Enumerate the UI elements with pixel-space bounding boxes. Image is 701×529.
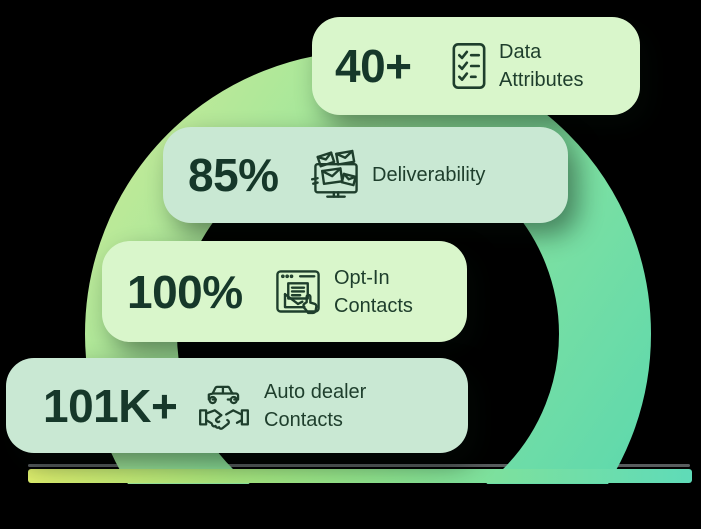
stat-card-data-attributes: 40+ Data Attributes <box>312 17 640 115</box>
stat-value: 100% <box>127 265 243 318</box>
stat-label: Deliverability <box>372 164 486 186</box>
stat-label: Data Attributes <box>499 41 584 91</box>
baseline-rule <box>28 464 690 467</box>
gradient-bar <box>28 469 692 483</box>
email-deliverability-icon <box>310 149 362 201</box>
stat-value: 40+ <box>335 40 412 92</box>
stat-label: Auto dealer Contacts <box>264 380 367 431</box>
stat-value: 85% <box>188 149 279 201</box>
car-handshake-icon <box>198 380 250 432</box>
stat-card-opt-in-contacts: 100% Opt-In Contacts <box>102 241 467 342</box>
stat-card-deliverability: 85% Deliverability <box>163 127 568 223</box>
stat-value: 101K+ <box>43 379 178 432</box>
stat-card-auto-dealer-contacts: 101K+ Auto dealer Contacts <box>6 358 468 453</box>
opt-in-browser-icon <box>272 266 324 318</box>
stat-label: Opt-In Contacts <box>334 266 413 317</box>
checklist-icon <box>443 40 495 92</box>
